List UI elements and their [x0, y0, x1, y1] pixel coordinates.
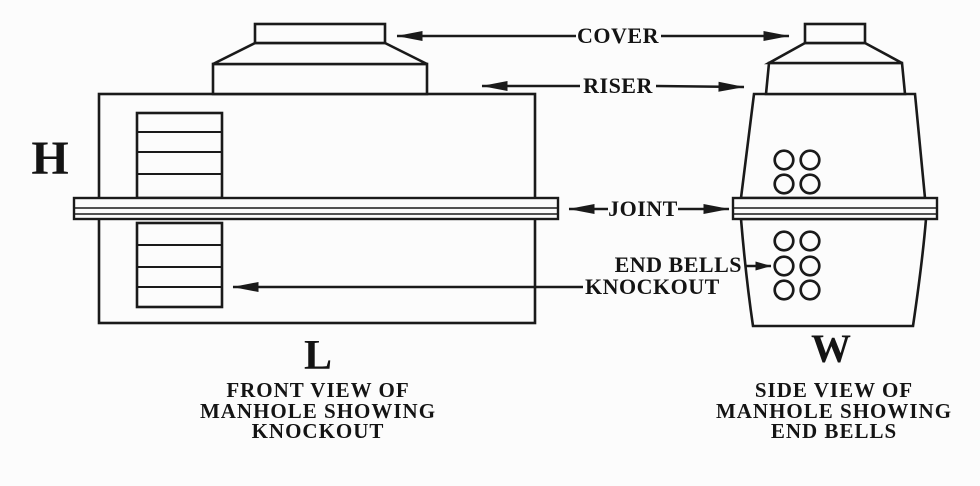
side-cover: [803, 22, 867, 45]
length-dimension-label: L: [304, 333, 332, 379]
dimension-labels: H L W: [31, 132, 851, 379]
side-view: [731, 22, 939, 328]
side-body-lower: [739, 217, 928, 328]
front-joint-band: [72, 196, 560, 221]
front-caption-line-3: KNOCKOUT: [252, 419, 385, 443]
side-end-bells-lower: [773, 230, 821, 301]
front-caption-line-1: FRONT VIEW OF: [226, 378, 409, 402]
side-body-upper: [739, 92, 927, 200]
front-cover-flange: [212, 41, 428, 66]
cover-label: COVER: [577, 23, 660, 48]
front-cover: [253, 22, 387, 45]
side-caption-line-2: MANHOLE SHOWING: [716, 399, 952, 423]
front-riser: [211, 62, 429, 96]
front-caption-line-2: MANHOLE SHOWING: [200, 399, 436, 423]
riser-arrow-right: [655, 81, 745, 92]
front-view-caption: FRONT VIEW OF MANHOLE SHOWING KNOCKOUT: [200, 378, 436, 443]
front-knockout-lower: [135, 221, 224, 309]
height-dimension-label: H: [31, 132, 68, 185]
front-view: [72, 22, 560, 325]
front-knockout-upper: [135, 111, 224, 200]
knockout-label: KNOCKOUT: [585, 274, 720, 299]
callouts: COVER RISER JOINT END BELLS KNOCKOUT: [232, 23, 790, 299]
width-dimension-label: W: [811, 326, 851, 371]
side-view-caption: SIDE VIEW OF MANHOLE SHOWING END BELLS: [716, 378, 952, 443]
side-end-bells-upper: [773, 149, 821, 195]
side-riser: [764, 61, 907, 96]
side-caption-line-3: END BELLS: [771, 419, 897, 443]
side-caption-line-1: SIDE VIEW OF: [755, 378, 913, 402]
riser-label: RISER: [583, 73, 653, 98]
end-bells-label: END BELLS: [615, 252, 742, 277]
side-joint-band: [731, 196, 939, 221]
side-cover-flange: [763, 41, 903, 65]
joint-label: JOINT: [608, 196, 678, 221]
